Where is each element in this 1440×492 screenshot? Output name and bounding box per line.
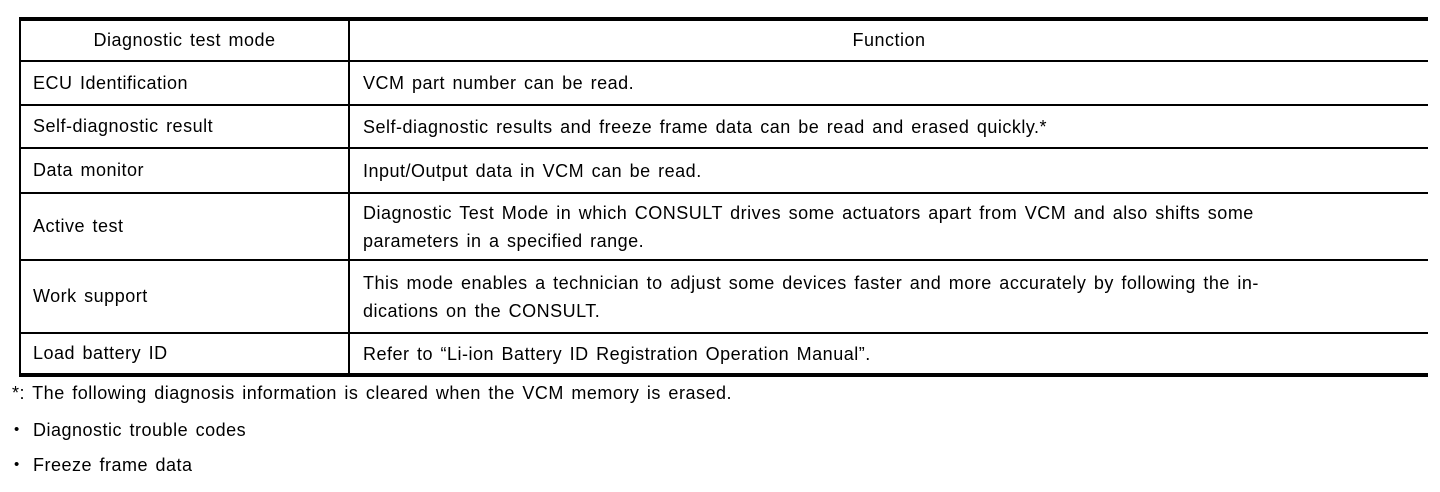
column-header-function: Function [349, 19, 1428, 62]
diagnostic-test-mode-table: Diagnostic test mode Function ECU Identi… [19, 17, 1428, 377]
bullet-item: • Diagnostic trouble codes [14, 418, 1412, 442]
cell-function: Diagnostic Test Mode in which CONSULT dr… [349, 193, 1428, 261]
table-row-work-support: Work support This mode enables a technic… [20, 260, 1428, 334]
cell-mode: Self-diagnostic result [20, 105, 350, 149]
table-row-self-diagnostic-result: Self-diagnostic result Self-diagnostic r… [20, 105, 1428, 149]
cell-function: Self-diagnostic results and freeze frame… [349, 105, 1428, 149]
bullet-icon: • [14, 421, 20, 438]
cell-mode: Load battery ID [20, 333, 350, 376]
bullet-text: Freeze frame data [33, 455, 193, 475]
table-header-row: Diagnostic test mode Function [20, 19, 1428, 62]
cell-mode: Data monitor [20, 148, 350, 194]
cell-function: VCM part number can be read. [349, 61, 1428, 106]
footnotes-section: *: The following diagnosis information i… [12, 381, 1412, 488]
cell-mode: Active test [20, 193, 350, 261]
cell-mode: ECU Identification [20, 61, 350, 106]
bullet-item: • Freeze frame data [14, 453, 1412, 477]
cell-function: This mode enables a technician to adjust… [349, 260, 1428, 334]
table-row-active-test: Active test Diagnostic Test Mode in whic… [20, 193, 1428, 261]
table-row-load-battery-id: Load battery ID Refer to “Li-ion Battery… [20, 333, 1428, 376]
cell-function: Refer to “Li-ion Battery ID Registration… [349, 333, 1428, 376]
bullet-icon: • [14, 456, 20, 473]
cell-function: Input/Output data in VCM can be read. [349, 148, 1428, 194]
bullet-text: Diagnostic trouble codes [33, 420, 247, 440]
table-row-ecu-identification: ECU Identification VCM part number can b… [20, 61, 1428, 106]
table-row-data-monitor: Data monitor Input/Output data in VCM ca… [20, 148, 1428, 194]
cell-mode: Work support [20, 260, 350, 334]
asterisk-footnote: *: The following diagnosis information i… [12, 383, 732, 403]
column-header-diagnostic-test-mode: Diagnostic test mode [20, 19, 350, 62]
